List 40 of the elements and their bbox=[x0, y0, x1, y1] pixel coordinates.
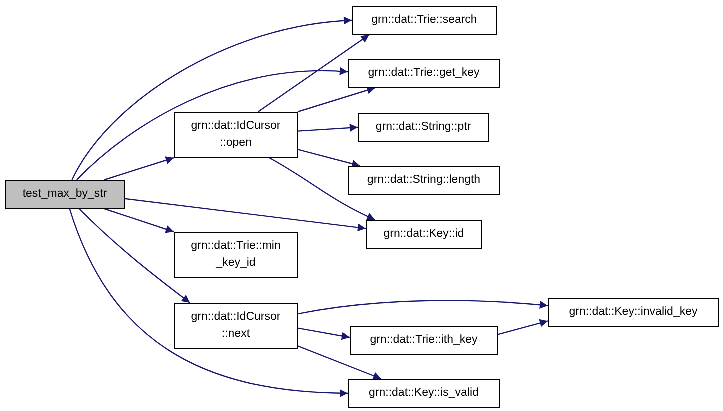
function-box bbox=[358, 113, 489, 142]
function-box bbox=[348, 379, 500, 408]
function-name: grn::dat::String::ptr bbox=[376, 120, 472, 135]
function-name: grn::dat::Trie::search bbox=[372, 13, 478, 28]
call-arrow bbox=[104, 208, 174, 234]
function-box bbox=[5, 180, 125, 209]
function-box bbox=[366, 220, 482, 249]
function-name: grn::dat::IdCursor ::next bbox=[190, 310, 282, 342]
call-arrow bbox=[298, 346, 382, 380]
call-arrow bbox=[104, 156, 174, 181]
call-arrow bbox=[124, 198, 366, 232]
function-name: grn::dat::String::length bbox=[367, 173, 481, 188]
call-arrow bbox=[76, 68, 348, 180]
function-box bbox=[352, 6, 497, 35]
function-name: grn::dat::Trie::min _key_id bbox=[190, 239, 282, 271]
call-arrow bbox=[269, 157, 376, 221]
function-name: grn::dat::Key::invalid_key bbox=[569, 305, 698, 320]
call-arrow bbox=[298, 328, 350, 340]
function-name: grn::dat::Key::is_valid bbox=[369, 386, 479, 401]
function-box bbox=[174, 112, 298, 158]
function-box bbox=[350, 326, 498, 355]
function-box bbox=[348, 166, 500, 195]
call-arrow bbox=[72, 17, 352, 180]
call-arrow bbox=[69, 208, 348, 398]
call-arrow bbox=[498, 319, 548, 336]
function-name: grn::dat::Trie::ith_key bbox=[370, 333, 478, 348]
call-arrow bbox=[258, 34, 370, 112]
function-box bbox=[174, 232, 298, 278]
function-box bbox=[174, 303, 298, 349]
call-arrow bbox=[298, 124, 358, 132]
call-arrow bbox=[298, 86, 376, 113]
function-name: grn::dat::IdCursor ::open bbox=[190, 119, 282, 151]
function-name: test_max_by_str bbox=[22, 187, 108, 202]
call-arrow bbox=[298, 300, 548, 315]
function-name: grn::dat::Trie::get_key bbox=[368, 66, 480, 81]
call-arrow bbox=[298, 149, 360, 168]
function-name: grn::dat::Key::id bbox=[384, 227, 464, 242]
call-arrow bbox=[78, 208, 190, 304]
function-box bbox=[348, 59, 500, 88]
function-box bbox=[548, 298, 719, 327]
